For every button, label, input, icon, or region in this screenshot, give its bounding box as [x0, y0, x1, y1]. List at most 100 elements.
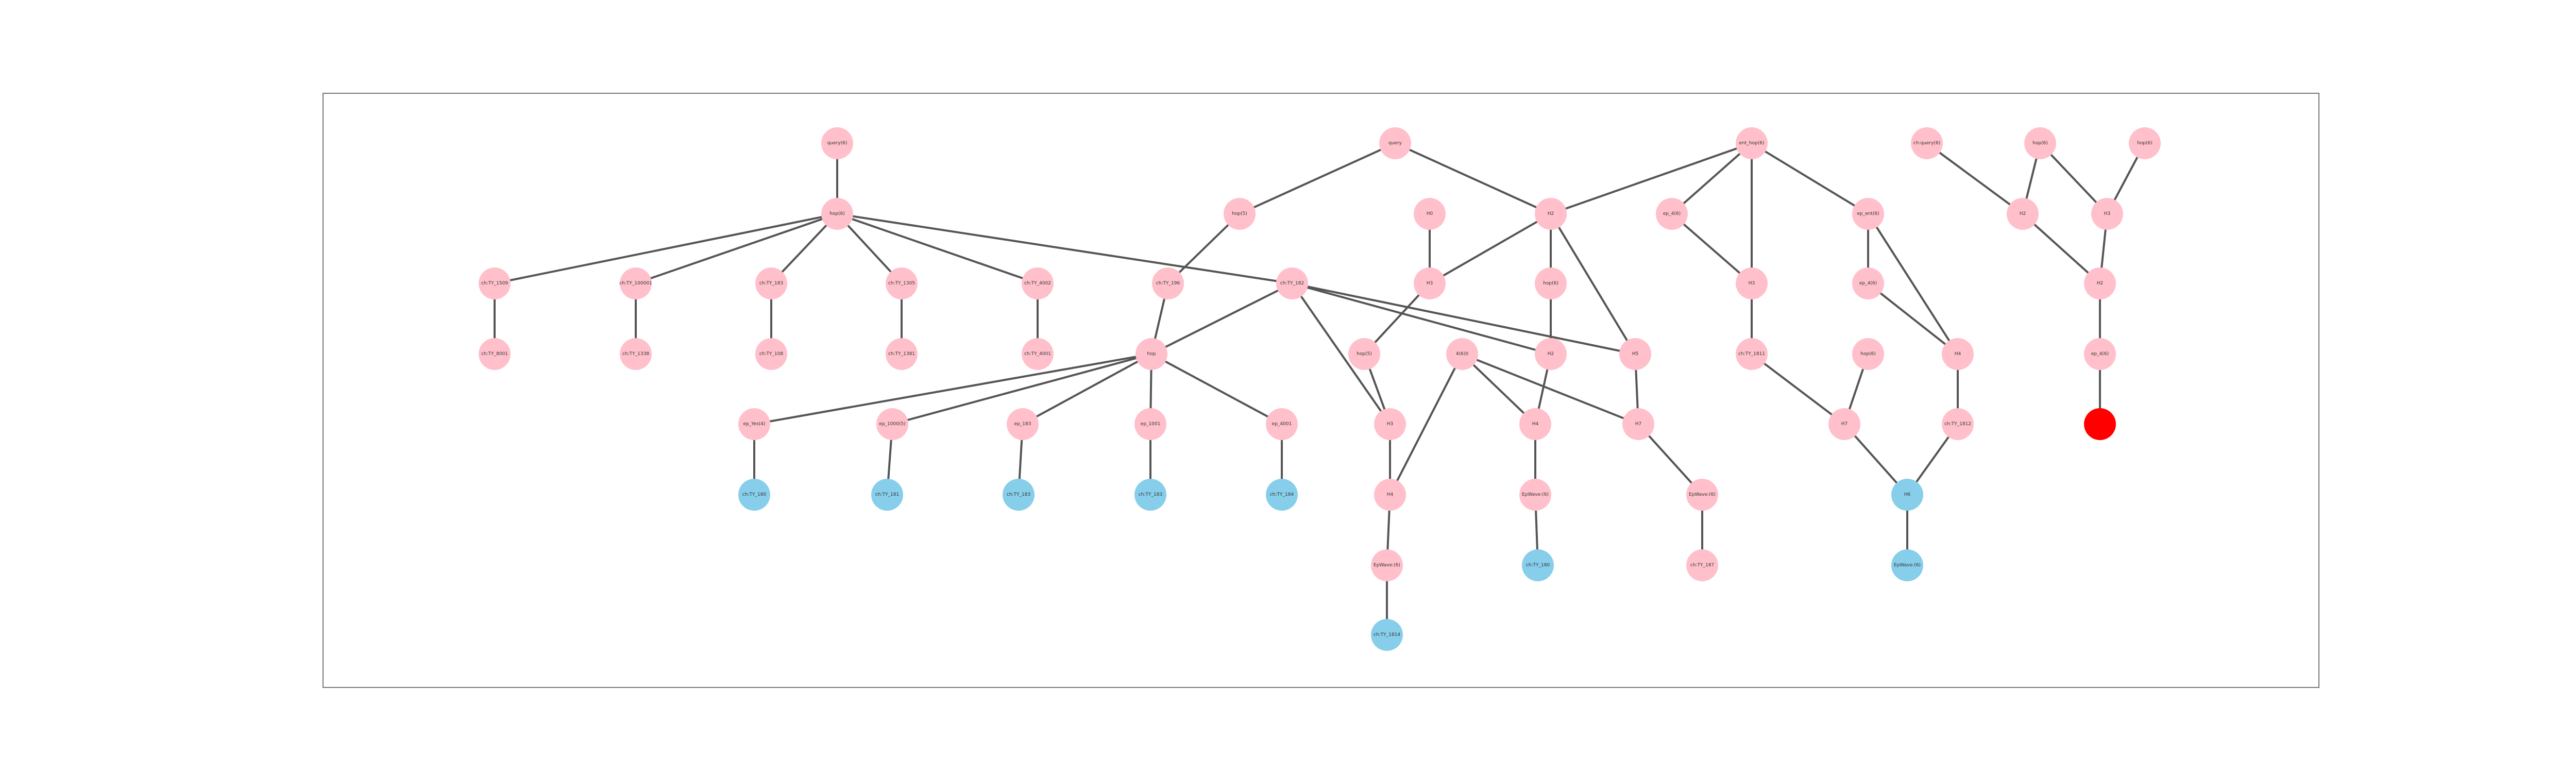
graph-edge-n16-n38	[1292, 282, 1551, 355]
graph-node-n34: ch:TY_1814	[1371, 619, 1403, 651]
node-circle	[1276, 267, 1308, 299]
node-circle	[755, 267, 787, 299]
graph-node-n15: ch:TY_196	[1152, 267, 1184, 299]
graph-edge-n58-n61	[1926, 142, 2024, 215]
graph-node-n62: H3	[2091, 198, 2123, 230]
graph-edge-n2-n5	[770, 213, 838, 284]
graph-node-n25: ch:TY_183	[1003, 479, 1035, 511]
node-label: ch:TY_1509	[481, 281, 508, 286]
graph-node-n8: ch:TY_8001	[479, 338, 511, 370]
node-circle	[2024, 127, 2056, 159]
graph-edge-n16-n17	[1151, 282, 1293, 355]
node-circle	[1379, 127, 1411, 159]
node-label: ch:TY_8001	[481, 351, 508, 357]
node-label: ch:TY_183	[1007, 492, 1030, 497]
graph-node-n24: ch:TY_181	[871, 479, 903, 511]
node-label: hop(6)	[1860, 351, 1876, 357]
graph-edge-n2-n7	[837, 213, 1038, 284]
graph-edge-n17-n18	[754, 353, 1152, 425]
graph-node-n35: H2	[1535, 198, 1567, 230]
node-label: EpWave:(6)	[1894, 563, 1921, 568]
graph-edge-n46-n50	[1751, 142, 1869, 215]
graph-node-n4: ch:TY_100001	[619, 267, 652, 299]
node-circle	[1656, 198, 1688, 230]
node-label: ch:query(6)	[1913, 141, 1940, 146]
node-circle	[1414, 267, 1446, 299]
node-circle	[1022, 338, 1054, 370]
node-circle	[1942, 338, 1974, 370]
node-circle	[1622, 408, 1654, 440]
graph-node-n44: EpWave:(6)	[1686, 479, 1718, 511]
node-label: ep_1000(5)	[879, 422, 905, 427]
node-label: H3	[1387, 422, 1394, 427]
graph-node-n20: ep_183	[1007, 408, 1039, 440]
node-circle	[1736, 338, 1768, 370]
graph-edge-n46-n35	[1550, 142, 1752, 215]
graph-edge-n17-n22	[1151, 353, 1282, 425]
node-label: ep_4(6)	[1859, 281, 1877, 286]
node-circle	[1348, 338, 1380, 370]
graph-node-n36: hop(6)	[1535, 267, 1567, 299]
node-circle	[1224, 198, 1256, 230]
graph-edge-n51-n54	[1867, 282, 1959, 355]
graph-edge-n49-n53	[1751, 353, 1845, 425]
graph-edge-n16-n31	[1291, 282, 1391, 425]
node-circle	[1003, 479, 1035, 511]
graph-node-n12: ch:TY_4001	[1022, 338, 1054, 370]
graph-edge-n37-n32	[1389, 354, 1463, 495]
node-label: query	[1388, 141, 1402, 146]
graph-node-n59: hop(6)	[2024, 127, 2056, 159]
node-circle	[479, 338, 511, 370]
node-circle	[1852, 198, 1884, 230]
graph-node-n3: ch:TY_1509	[479, 267, 511, 299]
node-label: H4	[1387, 492, 1394, 497]
graph-node-n6: ch:TY_1305	[886, 267, 918, 299]
graph-node-n40: EpWave:(6)	[1519, 479, 1551, 511]
graph-node-n19: ep_1000(5)	[876, 408, 908, 440]
node-label: H7	[1635, 422, 1642, 427]
node-label: hop(5)	[1357, 351, 1372, 357]
graph-edge-n37-n43	[1462, 353, 1639, 425]
graph-edge-n29-n30	[1363, 282, 1431, 355]
node-circle	[1266, 479, 1298, 511]
node-label: ep_1001	[1141, 422, 1161, 427]
node-circle	[871, 479, 903, 511]
node-label: ch:TY_180	[1526, 563, 1550, 568]
graph-node-n39: H4	[1519, 408, 1551, 440]
node-label: EpWave:(6)	[1522, 492, 1549, 497]
graph-node-n31: H3	[1374, 408, 1406, 440]
node-label: ch:TY_187	[1690, 563, 1714, 568]
graph-edge-n47-n48	[1671, 213, 1753, 284]
node-circle	[1136, 338, 1167, 370]
node-label: ch:TY_1812	[1944, 422, 1971, 427]
node-label: H5	[1632, 351, 1639, 357]
graph-edge-n59-n62	[2039, 142, 2108, 215]
graph-node-n21: ep_1001	[1134, 408, 1166, 440]
node-label: H0	[1427, 211, 1433, 216]
node-label: ch:TY_1338	[622, 351, 649, 357]
graph-node-n1: query(6)	[821, 127, 853, 159]
node-label: H3	[1427, 281, 1433, 286]
node-label: H2	[1548, 351, 1554, 357]
node-circle	[2084, 267, 2116, 299]
graph-edge-n35-n29	[1429, 213, 1551, 284]
node-label: ch:TY_4002	[1024, 281, 1051, 286]
graph-node-n33: EpWave:(6)	[1371, 549, 1403, 581]
node-label: ep_4(6)	[2091, 351, 2109, 357]
graph-edge-n2-n4	[635, 213, 838, 284]
graph-edge-n13-n14	[1239, 142, 1396, 215]
node-circle	[1911, 127, 1943, 159]
node-circle	[821, 198, 853, 230]
node-circle	[1266, 408, 1298, 440]
node-circle	[1414, 198, 1446, 230]
graph-node-n18: ep_Yes(4)	[738, 408, 770, 440]
node-label: query(6)	[827, 141, 848, 146]
node-circle	[620, 338, 652, 370]
node-circle	[1446, 338, 1478, 370]
graph-node-n64: ep_4(6)	[2084, 338, 2116, 370]
graph-node-n50: ep_ent(6)	[1852, 198, 1884, 230]
node-label: ch:TY_1814	[1374, 632, 1400, 637]
node-circle	[1022, 267, 1054, 299]
graph-node-n46: ent_hop(6)	[1736, 127, 1768, 159]
